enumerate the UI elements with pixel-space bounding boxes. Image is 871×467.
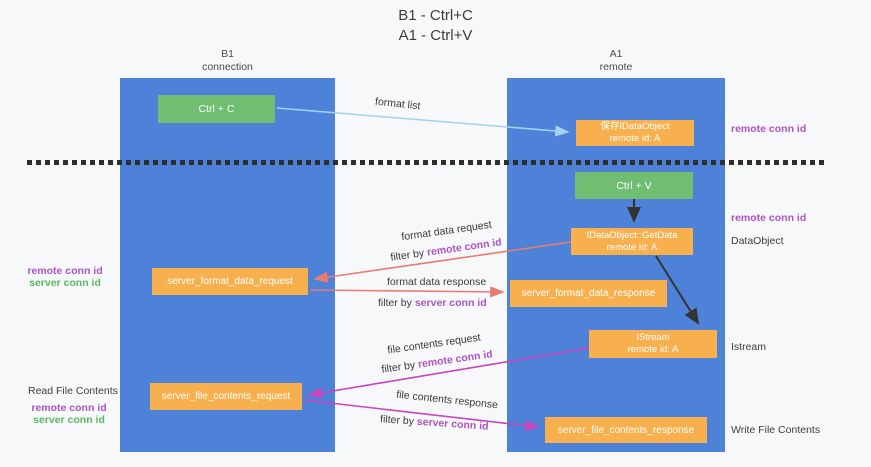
server-conn-id-left-1: server conn id [29,277,101,289]
ctrl-v-label: Ctrl + V [616,179,652,192]
server-format-data-response-box: server_format_data_response [510,280,667,307]
getdata-line2: remote id: A [606,241,658,253]
save-idataobject-line2: remote id: A [609,133,661,144]
a1-name: A1 [609,48,623,60]
ctrl-c-label: Ctrl + C [198,103,235,115]
save-idataobject-box: 保存IDataObject remote id: A [576,120,694,146]
istream-line1: IStream [636,332,670,343]
diagram-title: B1 - Ctrl+C A1 - Ctrl+V [0,6,871,46]
dataobject-label: DataObject [731,235,784,247]
server-file-contents-response-box: server_file_contents_response [545,417,707,443]
remote-conn-id-right-1: remote conn id [731,123,807,135]
b1-subtitle: connection [202,61,253,73]
file-contents-response-label: file contents response [395,388,499,412]
server-file-contents-request-label: server_file_contents_request [161,391,291,402]
format-list-label: format list [374,95,422,113]
server-format-data-response-label: server_format_data_response [521,288,656,299]
server-conn-id-left-2: server conn id [33,414,105,426]
server-file-contents-request-box: server_file_contents_request [150,383,302,410]
remote-conn-id-left-2: remote conn id [31,402,107,414]
column-header-a1: A1 remote [507,48,725,74]
istream-side-label: Istream [731,341,767,353]
b1-name: B1 [221,48,234,60]
istream-line2: remote id: A [627,344,679,355]
save-idataobject-line1: 保存IDataObject [600,121,670,132]
conn-id-pair-2: remote conn id server conn id [25,402,113,426]
write-file-contents-label: Write File Contents [731,424,821,436]
server-file-contents-response-label: server_file_contents_response [557,424,695,436]
conn-id-pair-1: remote conn id server conn id [20,265,110,289]
remote-conn-id-left-1: remote conn id [27,265,103,277]
server-format-data-request-label: server_format_data_request [167,276,293,287]
server-format-data-request-box: server_format_data_request [152,268,308,295]
idataobject-getdata-box: IDataObject::GetData remote id: A [571,228,693,255]
remote-conn-id-right-2: remote conn id [731,212,807,224]
ctrl-c-box: Ctrl + C [158,95,275,123]
column-header-b1: B1 connection [120,48,335,74]
format-data-response-label: format data response [387,276,487,288]
ctrl-v-box: Ctrl + V [575,172,693,199]
format-data-response-arrow [309,286,505,298]
read-file-contents-label: Read File Contents [28,385,118,397]
title-line-2: A1 - Ctrl+V [398,27,473,44]
istream-box: IStream remote id: A [589,330,717,358]
a1-subtitle: remote [599,61,633,73]
copy-paste-divider-dashed-line [27,160,828,165]
getdata-line1: IDataObject::GetData [586,229,678,241]
title-line-1: B1 - Ctrl+C [398,7,473,24]
